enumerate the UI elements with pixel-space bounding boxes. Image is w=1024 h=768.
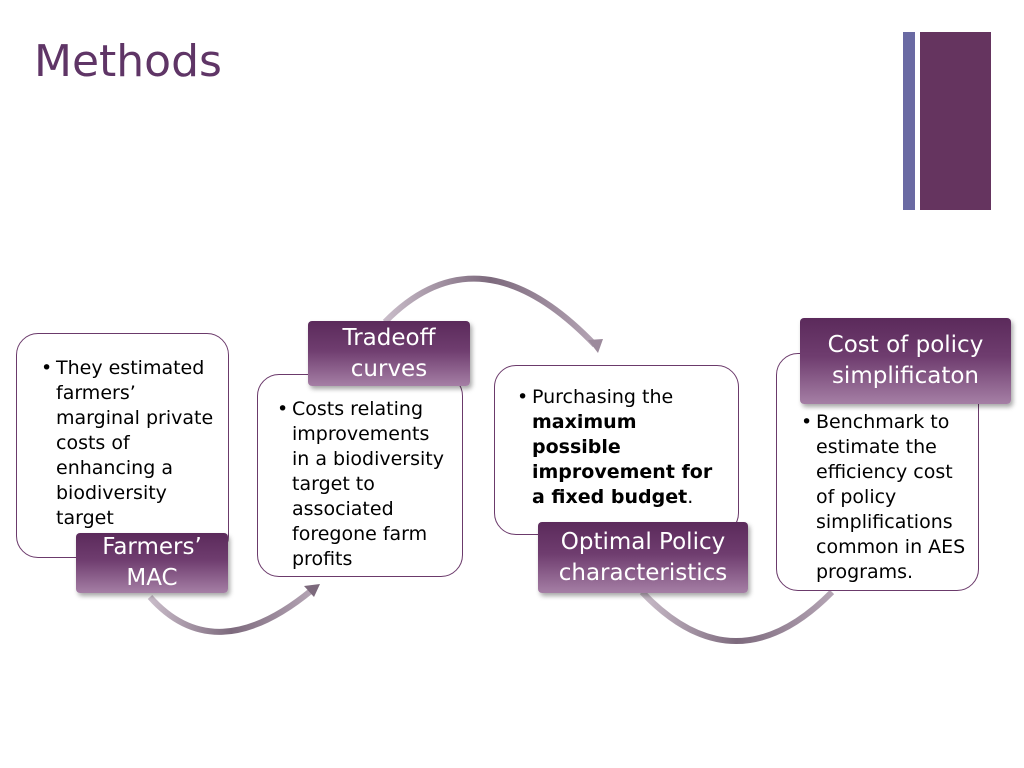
step-3-label-line2: characteristics [558, 559, 728, 586]
step-2-label-line2: curves [350, 355, 428, 382]
step-1-label-line2: MAC [126, 565, 178, 591]
arrowhead-1-to-2 [304, 584, 320, 597]
step-1-label-line1: Farmers’ [102, 534, 202, 560]
step-4-bullet: Benchmark to estimate the efficiency cos… [799, 410, 968, 585]
step-3-bullet-prefix: Purchasing the [532, 386, 674, 408]
arrowhead-2-to-3 [588, 339, 603, 353]
step-2-label: Tradeoff curves [308, 321, 470, 386]
step-2-box: Costs relating improvements in a biodive… [257, 374, 463, 577]
step-1-label: Farmers’ MAC [76, 533, 228, 593]
step-4-label: Cost of policy simplificaton [800, 318, 1011, 404]
arrow-3-to-4 [639, 589, 835, 644]
step-3-label: Optimal Policy characteristics [538, 522, 748, 593]
arrow-2-to-3 [382, 275, 598, 348]
step-2-label-line1: Tradeoff [342, 324, 436, 351]
step-1-bullet: They estimated farmers’ marginal private… [39, 356, 218, 531]
step-3-label-line1: Optimal Policy [560, 528, 726, 555]
step-3-bullet-suffix: . [687, 486, 694, 508]
slide-title: Methods [34, 36, 222, 87]
step-3-box: Purchasing the maximum possible improvem… [494, 365, 739, 535]
step-1-box: They estimated farmers’ marginal private… [16, 333, 229, 558]
step-3-bullet-bold: maximum possible improvement for a fixed… [532, 411, 713, 508]
step-2-bullet: Costs relating improvements in a biodive… [275, 397, 452, 572]
step-4-label-line2: simplificaton [831, 363, 980, 389]
step-4-label-line1: Cost of policy [827, 332, 984, 358]
accent-bar-thin [903, 32, 915, 210]
arrow-1-to-2 [147, 587, 314, 635]
step-3-bullet: Purchasing the maximum possible improvem… [515, 385, 728, 510]
accent-bar-thick [920, 32, 991, 210]
